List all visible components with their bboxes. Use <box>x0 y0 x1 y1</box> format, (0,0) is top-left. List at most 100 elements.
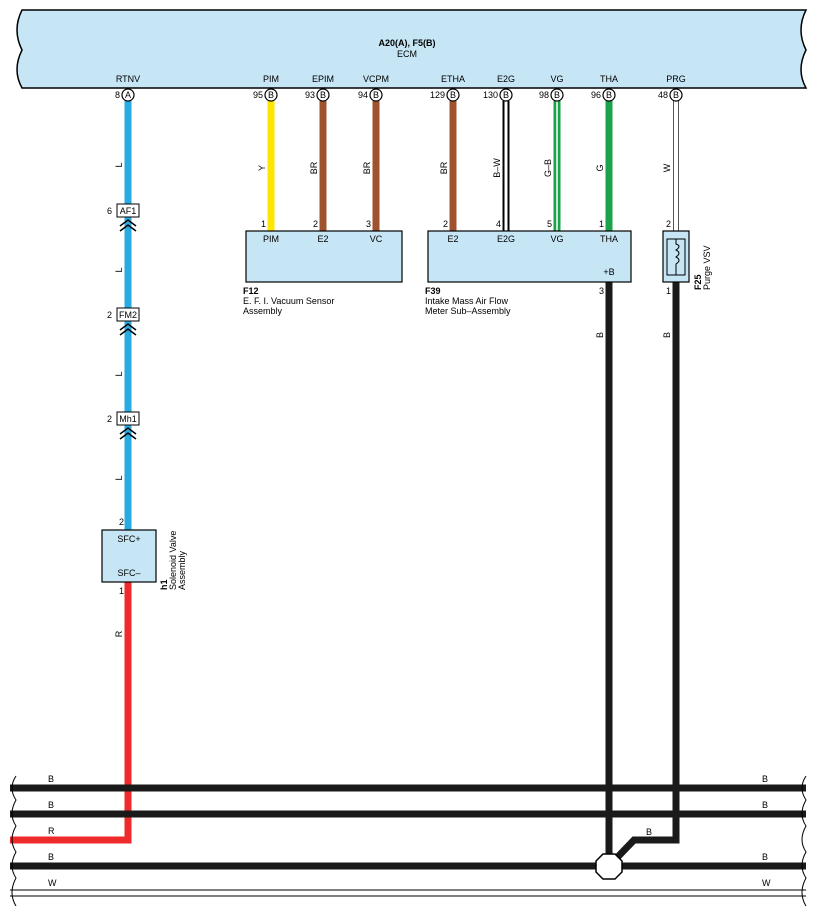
f12-id: F12 <box>243 286 259 296</box>
ecm-pin-tha-conn: B <box>606 90 612 100</box>
ecm-pin-epim-num: 93 <box>305 90 315 100</box>
f39-pin-vg-num: 5 <box>547 219 552 229</box>
component-f12: PIM E2 VC 1 2 3 F12 E. F. I. Vacuum Sens… <box>243 219 403 316</box>
ecm-pin-rtnv-num: 8 <box>115 90 120 100</box>
component-f39: E2 E2G VG THA 2 4 5 1 +B 3 F39 Intake Ma… <box>425 219 632 316</box>
ecm-pin-prg: B 48 <box>658 88 683 102</box>
f12-name-line1: E. F. I. Vacuum Sensor <box>243 296 334 306</box>
h1-bottom-num: 1 <box>119 586 124 596</box>
f25-top-num: 2 <box>666 219 671 229</box>
ecm-pin-rtnv-conn: A <box>125 90 131 100</box>
f39-pin-tha-num: 1 <box>599 219 604 229</box>
ecm-pin-e2g-name: E2G <box>497 74 515 84</box>
connector-fm2-chevron-icon <box>119 323 137 336</box>
wire-label-e2g: B–W <box>492 158 502 178</box>
f12-pin-vc-label: VC <box>370 234 383 244</box>
ecm-pin-etha-conn: B <box>450 90 456 100</box>
h1-pin-bottom-label: SFC– <box>117 568 140 578</box>
ecm-pin-e2g: B 130 <box>483 88 513 102</box>
bus-5-label-left: W <box>48 878 57 888</box>
ecm-title: A20(A), F5(B) <box>378 38 435 48</box>
h1-pin-top-label: SFC+ <box>117 534 140 544</box>
connector-af1: AF1 6 <box>107 203 140 232</box>
wire-label-etha: BR <box>439 161 449 174</box>
wire-label-epim: BR <box>309 161 319 174</box>
h1-name-line1: Solenoid Valve <box>168 531 178 590</box>
ecm-pin-epim-name: EPIM <box>312 74 334 84</box>
f39-pin-tha-label: THA <box>600 234 618 244</box>
connector-mh1: Mh1 2 <box>107 411 140 440</box>
f39-pin-vg-label: VG <box>550 234 563 244</box>
f12-name-line2: Assembly <box>243 306 283 316</box>
wire-label-prg: W <box>662 163 672 172</box>
f12-pin-e2-num: 2 <box>313 219 318 229</box>
connector-af1-name: AF1 <box>120 206 137 216</box>
ecm-pin-e2g-num: 130 <box>483 90 498 100</box>
ecm-pin-etha-num: 129 <box>430 90 445 100</box>
f12-pin-pim-num: 1 <box>261 219 266 229</box>
ecm-pin-epim: B 93 <box>305 88 330 102</box>
wire-f25-out <box>606 282 680 869</box>
bus-break-left <box>11 775 17 907</box>
connector-af1-num: 6 <box>107 206 112 216</box>
f39-plus-b-label: +B <box>603 267 614 277</box>
ecm-pin-epim-conn: B <box>320 90 326 100</box>
f39-pin-e2g-num: 4 <box>496 219 501 229</box>
f12-pin-pim-label: PIM <box>263 234 279 244</box>
f25-bottom-num: 1 <box>666 286 671 296</box>
wire-label-rtnv-1: L <box>114 162 124 167</box>
bus-4-label-right: B <box>762 852 768 862</box>
ecm-pin-vg-num: 98 <box>539 90 549 100</box>
ecm-pin-vcpm-name: VCPM <box>363 74 389 84</box>
ecm-pin-etha: B 129 <box>430 88 460 102</box>
wire-label-f25-out: B <box>662 332 672 338</box>
wire-label-rtnv-4: L <box>114 475 124 480</box>
connector-mh1-num: 2 <box>107 414 112 424</box>
ecm-pin-vg-name: VG <box>550 74 563 84</box>
ecm-pin-pim-name: PIM <box>263 74 279 84</box>
wire-label-tha: G <box>595 164 605 171</box>
bus-5-label-right: W <box>762 878 771 888</box>
wire-label-h1-out: R <box>114 630 124 637</box>
f39-id: F39 <box>425 286 441 296</box>
ecm-pin-prg-conn: B <box>673 90 679 100</box>
bus-4-label-left: B <box>48 852 54 862</box>
bus-2-label-right: B <box>762 800 768 810</box>
ecm-pin-e2g-conn: B <box>503 90 509 100</box>
connector-af1-chevron-icon <box>119 219 137 232</box>
f25-coil-icon <box>675 239 680 275</box>
ecm-pin-tha-num: 96 <box>591 90 601 100</box>
ecm-pin-tha: B 96 <box>591 88 616 102</box>
wire-label-vg: G–B <box>543 159 553 177</box>
ecm-pin-tha-name: THA <box>600 74 618 84</box>
h1-id: h1 <box>159 579 169 590</box>
f39-plus-b-num: 3 <box>599 286 604 296</box>
ecm-pin-vcpm-conn: B <box>373 90 379 100</box>
h1-top-num: 2 <box>119 517 124 527</box>
f25-name: Purge VSV <box>702 245 712 290</box>
ecm-pin-pim-conn: B <box>268 90 274 100</box>
f12-pin-vc-num: 3 <box>366 219 371 229</box>
component-f25: 2 1 F25 Purge VSV <box>662 219 712 296</box>
splice-point <box>595 853 623 880</box>
wire-h1-out <box>10 582 132 844</box>
f25-id: F25 <box>693 274 703 290</box>
wire-label-vcpm: BR <box>362 161 372 174</box>
f39-pin-e2g-label: E2G <box>497 234 515 244</box>
ecm-box <box>16 9 808 89</box>
f39-pin-e2-label: E2 <box>447 234 458 244</box>
ecm-pin-etha-name: ETHA <box>441 74 465 84</box>
h1-name-line2: Assembly <box>177 550 187 590</box>
bus-1-label-left: B <box>48 774 54 784</box>
connector-fm2-num: 2 <box>107 310 112 320</box>
bus-break-right <box>801 775 807 907</box>
f39-pin-e2-num: 2 <box>443 219 448 229</box>
bus-1-label-right: B <box>762 774 768 784</box>
wire-label-f39-plus-b: B <box>595 332 605 338</box>
ecm-pin-vcpm-num: 94 <box>358 90 368 100</box>
bus-2-label-left: B <box>48 800 54 810</box>
connector-mh1-chevron-icon <box>119 427 137 440</box>
f12-pin-e2-label: E2 <box>317 234 328 244</box>
f39-name-line1: Intake Mass Air Flow <box>425 296 509 306</box>
